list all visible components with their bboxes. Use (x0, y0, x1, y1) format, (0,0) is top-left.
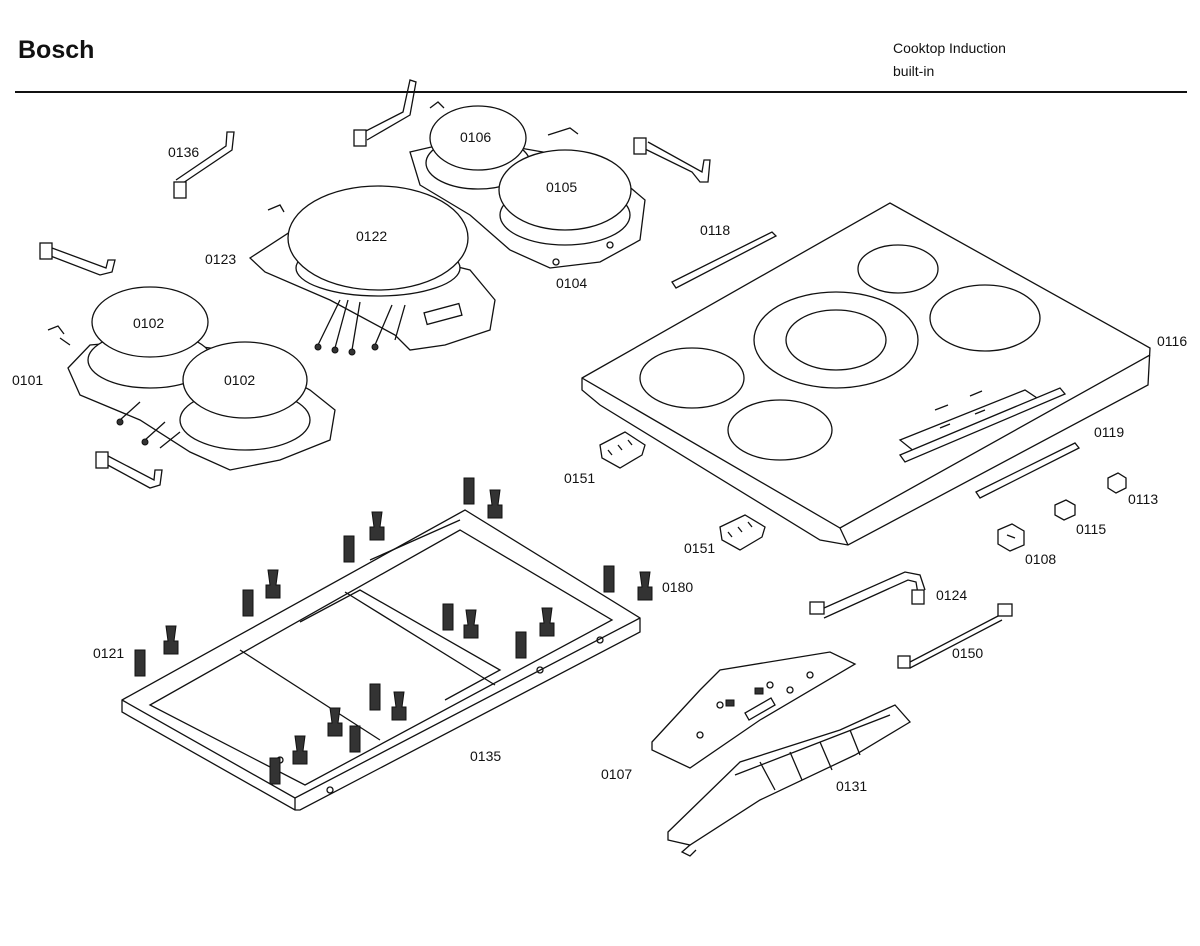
bracket-0136-b (353, 79, 417, 147)
label-0180: 0180 (662, 579, 693, 595)
clip-0151-a (599, 431, 646, 469)
housing-0131 (667, 704, 912, 857)
strip-0118 (671, 231, 778, 289)
glass-top-0116 (581, 202, 1151, 546)
springs-0121 (134, 477, 615, 785)
label-0135: 0135 (470, 748, 501, 764)
label-0122: 0122 (356, 228, 387, 244)
brand-name: Bosch (18, 36, 95, 64)
knob-0115 (1054, 499, 1076, 521)
label-0116: 0116 (1157, 333, 1187, 349)
frame-0135 (121, 509, 641, 811)
label-0108: 0108 (1025, 551, 1056, 567)
label-0121: 0121 (93, 645, 124, 661)
product-title: Cooktop Induction (893, 40, 1006, 56)
header-rule (15, 91, 1187, 93)
knob-0108 (997, 523, 1025, 552)
label-0104: 0104 (556, 275, 587, 291)
cable-0150 (897, 603, 1013, 669)
label-0118: 0118 (700, 222, 730, 238)
cable-0124 (809, 571, 926, 619)
clip-0151-b (719, 514, 766, 551)
label-0107: 0107 (601, 766, 632, 782)
label-0119: 0119 (1094, 424, 1124, 440)
label-0151-a: 0151 (564, 470, 595, 486)
bracket-0136-e (95, 451, 163, 489)
label-0131: 0131 (836, 778, 867, 794)
label-0124: 0124 (936, 587, 967, 603)
label-0113: 0113 (1128, 491, 1158, 507)
label-0115: 0115 (1076, 521, 1106, 537)
label-0150: 0150 (952, 645, 983, 661)
coil-assembly-0104 (409, 101, 646, 269)
label-0102-top: 0102 (133, 315, 164, 331)
bracket-0136-c (633, 137, 711, 183)
label-0123: 0123 (205, 251, 236, 267)
product-subtitle: built-in (893, 63, 935, 79)
feet-0180 (163, 489, 653, 765)
coil-assembly-0123 (248, 185, 496, 356)
label-0136: 0136 (168, 144, 199, 160)
circuit-board-0107 (651, 651, 857, 769)
bracket-0136-d (39, 242, 116, 276)
label-0102-bottom: 0102 (224, 372, 255, 388)
strip-0119 (975, 442, 1081, 499)
label-0101: 0101 (12, 372, 43, 388)
label-0106: 0106 (460, 129, 491, 145)
label-0151-b: 0151 (684, 540, 715, 556)
label-0105: 0105 (546, 179, 577, 195)
knob-0113 (1107, 472, 1127, 494)
coil-assembly-0101 (47, 286, 336, 471)
bracket-0136-a (173, 131, 235, 199)
